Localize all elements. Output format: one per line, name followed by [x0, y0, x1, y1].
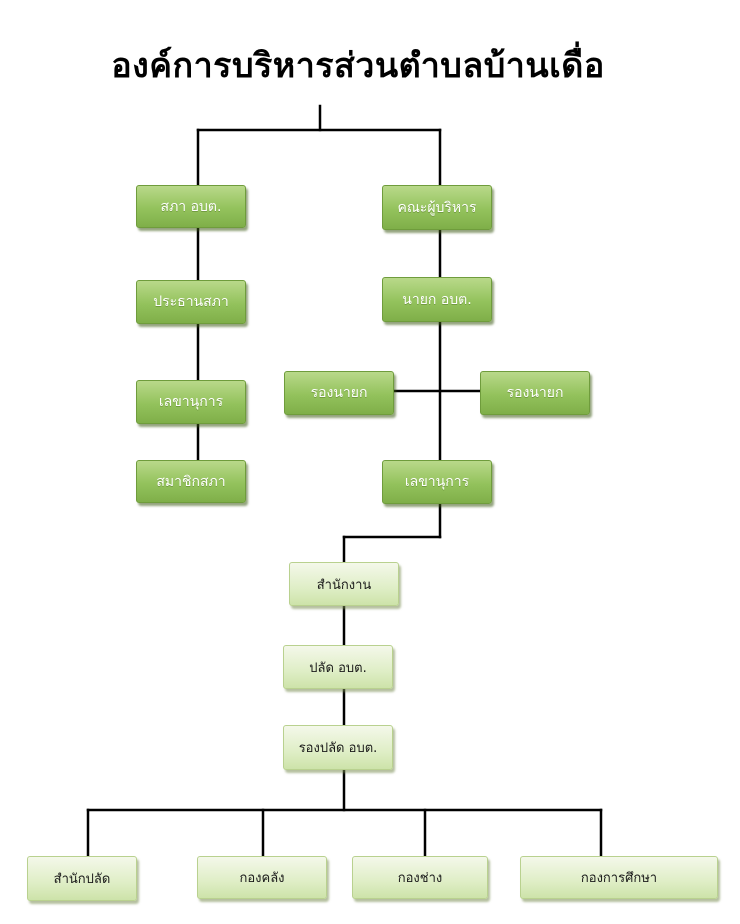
node-deputy-chief-admin: รองปลัด อบต. [283, 725, 393, 770]
node-dept-finance: กองคลัง [197, 856, 327, 899]
node-council-secretary: เลขานุการ [136, 380, 246, 424]
node-deputy-mayor-left: รองนายก [284, 371, 394, 415]
node-chief-admin: ปลัด อบต. [283, 645, 393, 689]
chart-title: องค์การบริหารส่วนตำบลบ้านเดื่อ [111, 46, 605, 86]
node-council-president: ประธานสภา [136, 280, 246, 324]
node-deputy-mayor-right: รองนายก [480, 371, 590, 415]
node-mayor-secretary: เลขานุการ [382, 460, 492, 504]
node-executives: คณะผู้บริหาร [382, 185, 492, 230]
node-dept-education: กองการศึกษา [520, 856, 718, 899]
node-dept-engineering: กองช่าง [352, 856, 488, 899]
node-office: สำนักงาน [289, 562, 399, 606]
node-council-members: สมาชิกสภา [136, 460, 246, 503]
node-dept-chief-office: สำนักปลัด [27, 856, 137, 901]
node-council: สภา อบต. [136, 185, 246, 228]
node-mayor: นายก อบต. [382, 277, 492, 322]
